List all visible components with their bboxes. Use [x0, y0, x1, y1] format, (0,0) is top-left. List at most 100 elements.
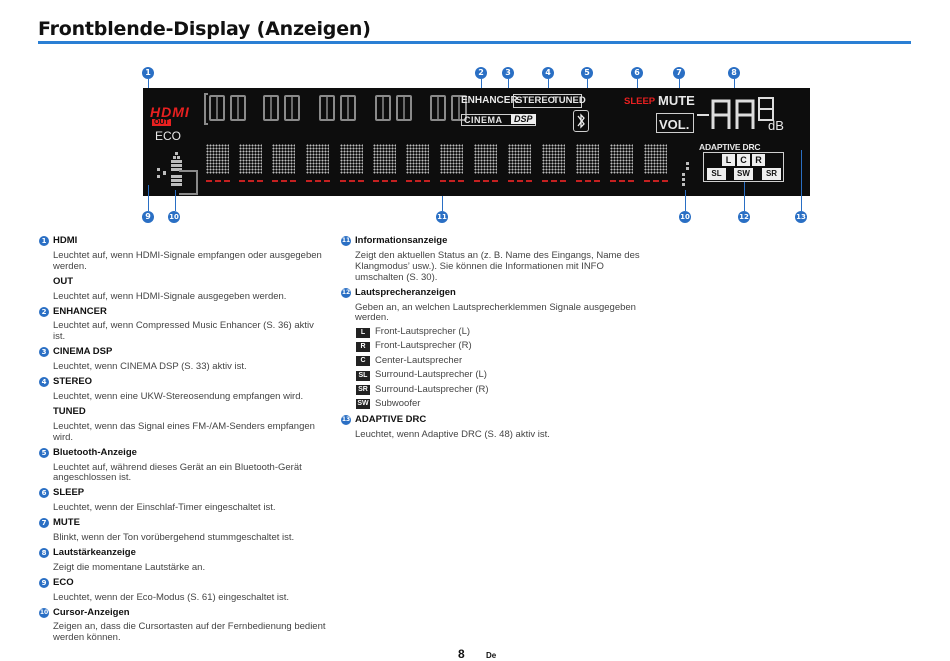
entry-cinema-dsp: 3 CINEMA DSP Leuchtet, wenn CINEMA DSP (…	[38, 346, 328, 373]
callout-line-10	[175, 190, 176, 211]
speaker-label: Front-Lautsprecher (R)	[375, 340, 472, 352]
info-dot-cell	[576, 144, 599, 174]
entry-description: Leuchtet, wenn Adaptive DRC (S. 48) akti…	[355, 428, 550, 440]
entry-description: Geben an, an welchen Lautsprecherklemmen…	[355, 301, 636, 324]
callout-3: 3	[502, 67, 514, 79]
info-dash	[206, 180, 230, 182]
char-cell	[375, 95, 391, 121]
info-dot-cell	[610, 144, 633, 174]
char-cell	[340, 95, 356, 121]
char-cell	[319, 95, 335, 121]
entry-heading: STEREO	[53, 376, 93, 388]
callout-10b: 10	[679, 211, 691, 223]
entry-enhancer: 2 ENHANCER Leuchtet auf, wenn Compressed…	[38, 306, 328, 344]
info-dot-cell	[272, 144, 295, 174]
speaker-c: C	[737, 154, 750, 166]
entry-hdmi: 1 HDMI Leuchtet auf, wenn HDMI-Signale e…	[38, 235, 328, 303]
speaker-key-badge: C	[356, 356, 370, 367]
db-indicator: dB	[768, 118, 784, 133]
entry-description: Leuchtet, wenn der Eco-Modus (S. 61) ein…	[53, 591, 290, 603]
speaker-key-badge: L	[356, 327, 370, 338]
info-dash	[440, 180, 464, 182]
entry-eco: 9 ECO Leuchtet, wenn der Eco-Modus (S. 6…	[38, 576, 328, 604]
cursor-bracket-left	[179, 170, 198, 195]
page-number: 8	[458, 647, 465, 661]
entry-number: 3	[39, 347, 49, 358]
entry-number: 10	[39, 607, 49, 618]
speaker-sl: SL	[707, 168, 726, 180]
callout-line-13	[801, 150, 802, 211]
sleep-indicator: SLEEP	[624, 96, 656, 107]
callout-line-7	[679, 79, 680, 93]
info-dot-cell	[206, 144, 229, 174]
info-dash	[644, 180, 668, 182]
page-language: De	[486, 651, 497, 660]
page-title: Frontblende-Display (Anzeigen)	[38, 18, 371, 40]
callout-13: 13	[795, 211, 807, 223]
callout-line-10b	[685, 190, 686, 211]
callout-12: 12	[738, 211, 750, 223]
entry-bluetooth: 5 Bluetooth-Anzeige Leuchtet auf, währen…	[38, 447, 328, 485]
info-dash	[340, 180, 364, 182]
speaker-sw: SW	[734, 168, 753, 180]
entry-number: 6	[39, 488, 49, 499]
char-cell	[396, 95, 412, 121]
char-cell	[430, 95, 446, 121]
bluetooth-glyph	[577, 113, 585, 129]
speaker-label: Front-Lautsprecher (L)	[375, 326, 471, 338]
entry-cursor: 10 Cursor-Anzeigen Zeigen an, dass die C…	[38, 607, 328, 645]
entry-subdescription: Leuchtet auf, wenn HDMI-Signale ausgegeb…	[53, 290, 287, 302]
char-cell	[263, 95, 279, 121]
info-dash	[610, 180, 634, 182]
speaker-key-badge: R	[356, 341, 370, 352]
speaker-r: R	[752, 154, 765, 166]
info-dot-cell	[239, 144, 262, 174]
speaker-frame	[703, 152, 784, 182]
entry-description: Leuchtet, wenn eine UKW-Stereosendung em…	[53, 390, 304, 402]
callout-4: 4	[542, 67, 554, 79]
info-dash	[272, 180, 296, 182]
entry-heading: ECO	[53, 576, 74, 588]
info-dash	[576, 180, 600, 182]
entry-number: 1	[39, 236, 49, 246]
entry-speakers: 12 Lautsprecheranzeigen Geben an, an wel…	[340, 287, 640, 412]
cursor-arrows-left	[154, 150, 194, 196]
entry-description: Leuchtet, wenn CINEMA DSP (S. 33) aktiv …	[53, 361, 247, 373]
speaker-sr: SR	[762, 168, 781, 180]
entry-description: Zeigen an, dass die Cursortasten auf der…	[53, 621, 326, 644]
entry-description: Leuchtet auf, wenn Compressed Music Enha…	[53, 320, 314, 343]
entry-number: 8	[39, 547, 49, 558]
vol-indicator: VOL.	[659, 117, 690, 132]
entry-number: 11	[341, 236, 351, 246]
cursor-arrow-glyphs-right	[682, 162, 689, 186]
char-cell	[284, 95, 300, 121]
speaker-row: L Front-Lautsprecher (L)	[340, 325, 640, 339]
entry-number: 13	[341, 414, 351, 425]
speaker-key-badge: SW	[356, 399, 370, 410]
speaker-label: Center-Lautsprecher	[375, 354, 463, 366]
char-cell	[451, 95, 467, 121]
cursor-arrow-glyphs	[157, 152, 182, 186]
entry-number: 12	[341, 287, 351, 298]
callout-11: 11	[436, 211, 448, 223]
speaker-label: Surround-Lautsprecher (L)	[375, 369, 487, 381]
entry-subheading: OUT	[53, 275, 74, 287]
speaker-key-badge: SL	[356, 370, 370, 381]
callout-10: 10	[168, 211, 180, 223]
volume-digits	[695, 95, 791, 131]
speaker-row: R Front-Lautsprecher (R)	[340, 340, 640, 354]
info-dot-cell	[373, 144, 396, 174]
speaker-l: L	[722, 154, 735, 166]
callout-2: 2	[475, 67, 487, 79]
info-dot-cell	[406, 144, 429, 174]
info-dot-cell	[474, 144, 497, 174]
entry-heading: SLEEP	[53, 487, 85, 499]
entry-heading: Lautstärkeanzeige	[53, 546, 136, 558]
callout-line-11	[442, 196, 443, 211]
info-dash	[508, 180, 532, 182]
callout-7: 7	[673, 67, 685, 79]
front-panel-display: HDMI OUT ECO ENHANCER STEREO TUNED CINEM…	[143, 88, 810, 196]
entry-number: 2	[39, 306, 49, 317]
